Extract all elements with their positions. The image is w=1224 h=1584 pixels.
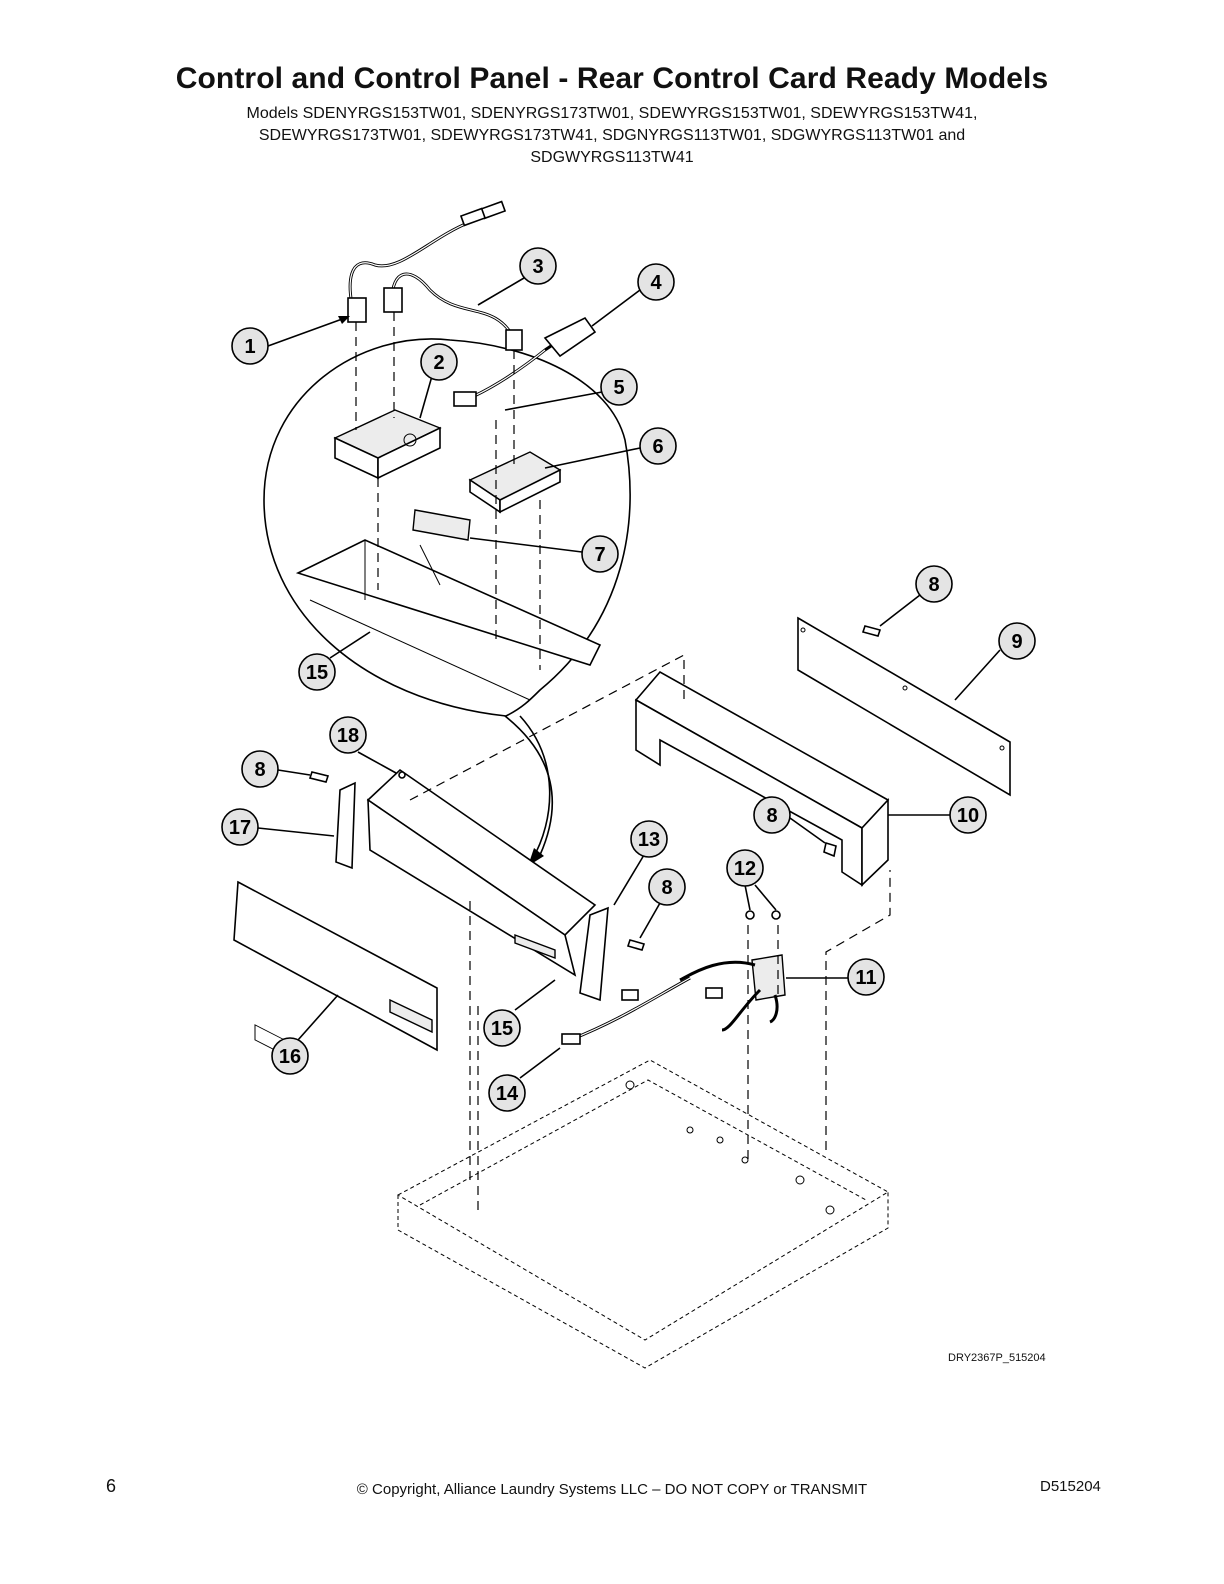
page-number: 6 xyxy=(106,1476,117,1496)
drawing-id: DRY2367P_515204 xyxy=(948,1352,1046,1364)
callout-13: 13 xyxy=(630,820,668,858)
svg-text:8: 8 xyxy=(661,877,672,899)
svg-text:17: 17 xyxy=(229,817,251,839)
document-id: D515204 xyxy=(1040,1478,1101,1495)
callout-18: 18 xyxy=(329,716,367,754)
callout-3: 3 xyxy=(519,247,557,285)
svg-text:2: 2 xyxy=(433,352,444,374)
callout-11: 11 xyxy=(847,958,885,996)
callout-8-cover: 8 xyxy=(753,796,791,834)
callout-10: 10 xyxy=(949,796,987,834)
callout-8-right: 8 xyxy=(648,868,686,906)
page-title: Control and Control Panel - Rear Control… xyxy=(175,62,1049,95)
copyright-notice: © Copyright, Alliance Laundry Systems LL… xyxy=(356,1481,868,1498)
callout-4: 4 xyxy=(637,263,675,301)
svg-text:3: 3 xyxy=(532,256,543,278)
svg-text:6: 6 xyxy=(652,436,663,458)
svg-text:14: 14 xyxy=(496,1083,519,1105)
svg-text:7: 7 xyxy=(594,544,605,566)
cover-strip xyxy=(412,509,471,541)
callout-2: 2 xyxy=(420,343,458,381)
callout-17: 17 xyxy=(221,808,259,846)
transformer xyxy=(679,954,786,1032)
callout-6: 6 xyxy=(639,427,677,465)
svg-text:16: 16 xyxy=(279,1046,301,1068)
svg-text:13: 13 xyxy=(638,829,660,851)
harness-3 xyxy=(383,272,523,351)
screws xyxy=(308,625,882,951)
callout-8-left: 8 xyxy=(241,750,279,788)
svg-text:8: 8 xyxy=(254,759,265,781)
callout-8-rear-panel: 8 xyxy=(915,565,953,603)
callout-15-detail: 15 xyxy=(298,653,336,691)
circle-panel-section xyxy=(295,539,602,701)
callout-16: 16 xyxy=(271,1037,309,1075)
callout-15: 15 xyxy=(483,1009,521,1047)
end-bracket-left xyxy=(335,781,356,870)
end-bracket-right xyxy=(579,906,609,1002)
callout-9: 9 xyxy=(998,622,1036,660)
callout-14: 14 xyxy=(488,1074,526,1112)
callout-1: 1 xyxy=(231,327,269,365)
control-board xyxy=(333,409,442,480)
callout-5: 5 xyxy=(600,368,638,406)
model-list: Models SDENYRGS153TW01, SDENYRGS173TW01,… xyxy=(0,103,1224,169)
svg-text:8: 8 xyxy=(928,574,939,596)
svg-text:8: 8 xyxy=(766,805,777,827)
svg-text:18: 18 xyxy=(337,725,359,747)
rear-cover xyxy=(634,670,890,887)
alignment-lines xyxy=(409,654,891,1210)
svg-text:9: 9 xyxy=(1011,631,1022,653)
harness-1 xyxy=(347,200,507,323)
svg-text:4: 4 xyxy=(650,272,662,294)
top-panel-outline xyxy=(396,1059,889,1369)
svg-text:11: 11 xyxy=(855,967,876,989)
rear-panel xyxy=(797,616,1011,797)
power-harness xyxy=(561,976,723,1045)
overlay-panel xyxy=(233,880,438,1062)
svg-text:15: 15 xyxy=(306,662,328,684)
svg-text:15: 15 xyxy=(491,1018,513,1040)
card-bracket xyxy=(468,451,562,514)
svg-text:12: 12 xyxy=(734,858,756,880)
callout-7: 7 xyxy=(581,535,619,573)
svg-text:10: 10 xyxy=(957,805,979,827)
callout-12: 12 xyxy=(726,849,764,887)
model-list-line: SDGWYRGS113TW41 xyxy=(530,149,694,166)
svg-text:5: 5 xyxy=(613,377,624,399)
harness-4 xyxy=(453,316,597,407)
leaders xyxy=(257,277,1001,1079)
model-list-line: SDEWYRGS173TW01, SDEWYRGS173TW41, SDGNYR… xyxy=(258,127,966,144)
model-list-line: Models SDENYRGS153TW01, SDENYRGS173TW01,… xyxy=(246,105,978,122)
svg-text:1: 1 xyxy=(244,336,255,358)
